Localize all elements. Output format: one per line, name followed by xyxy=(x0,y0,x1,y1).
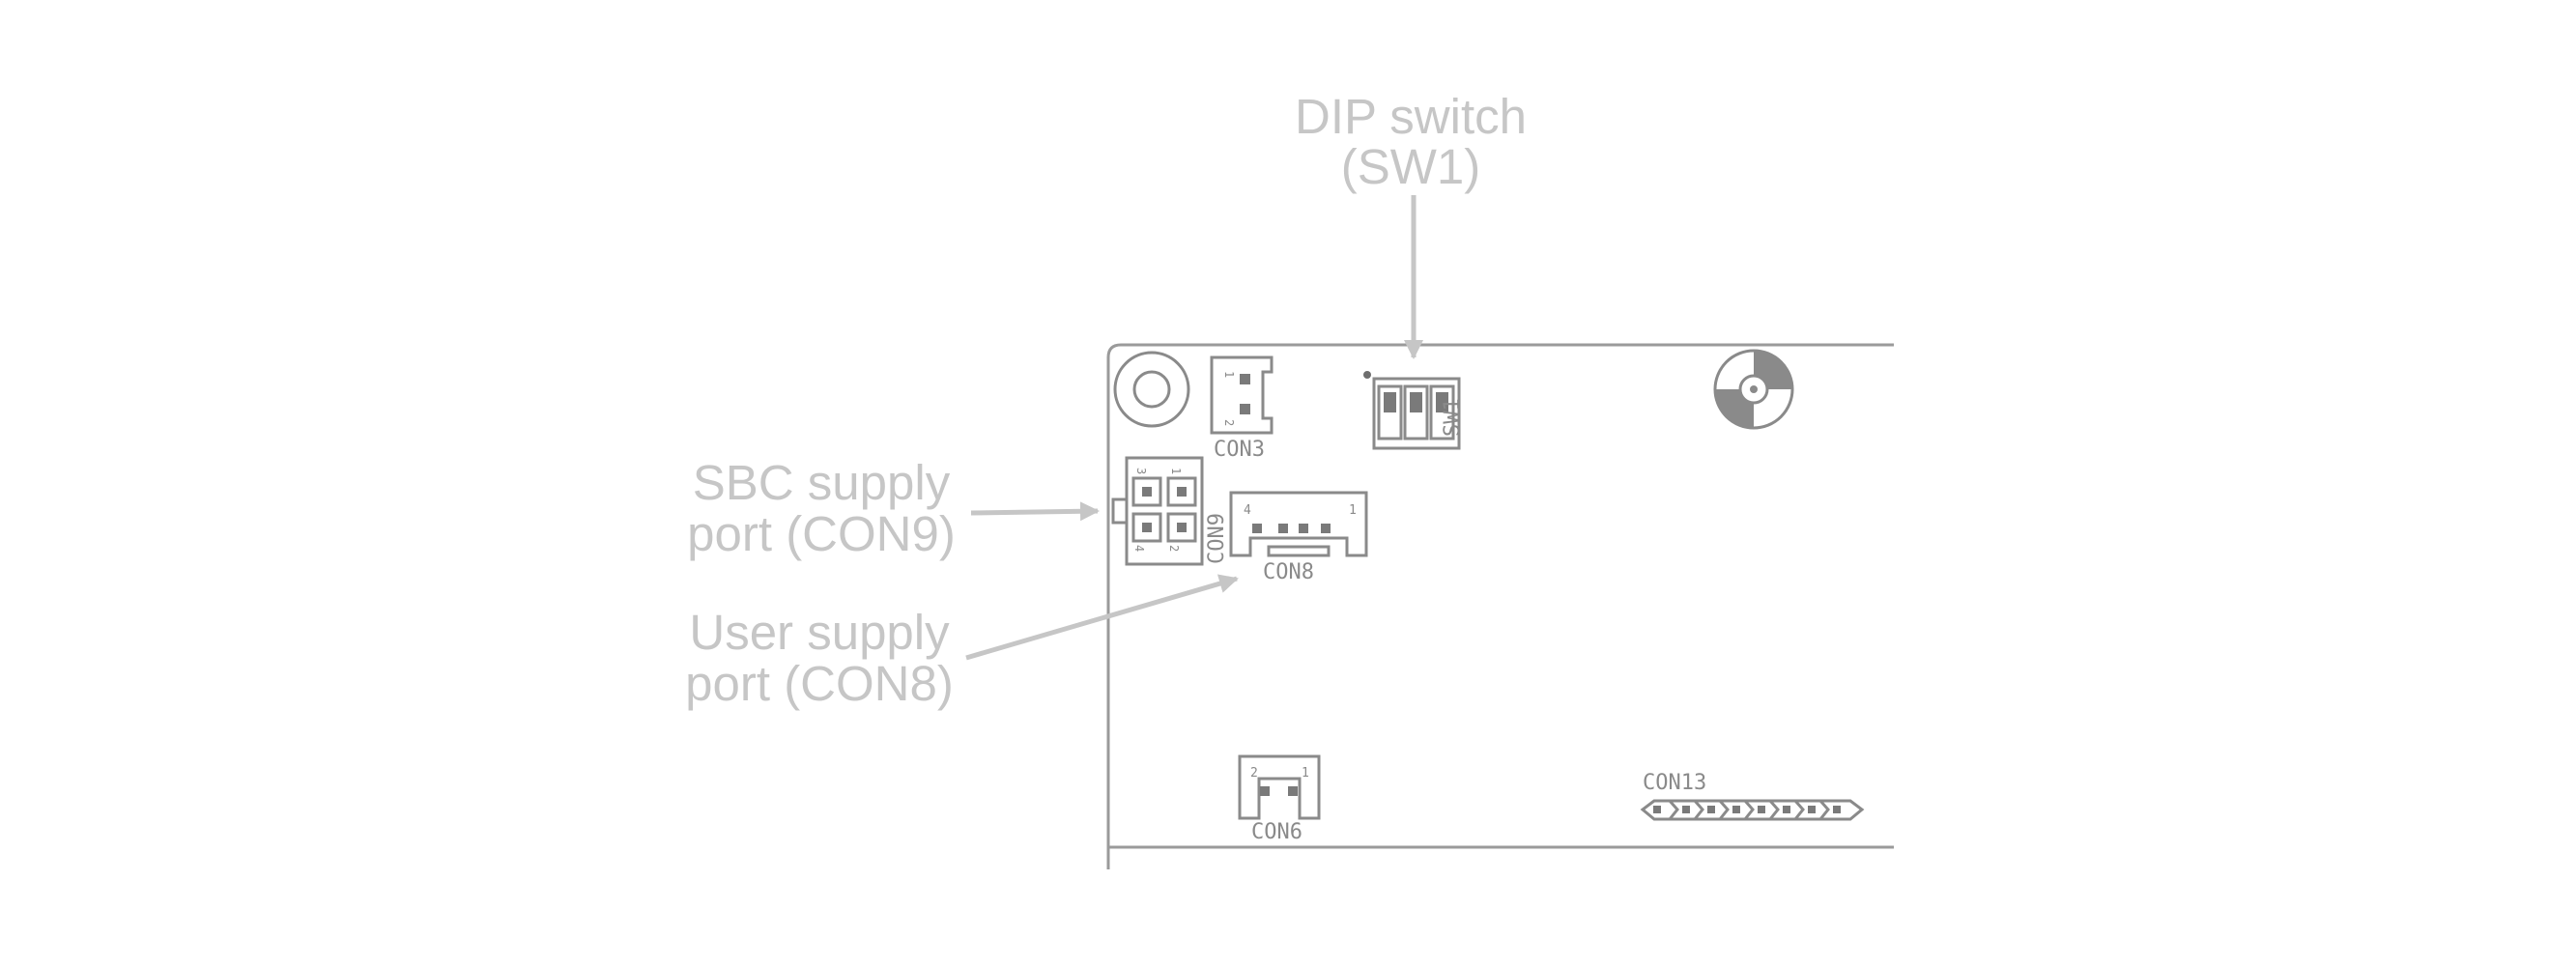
dip-switch-callout-line2: (SW1) xyxy=(1341,139,1480,194)
con6-label: CON6 xyxy=(1251,820,1302,844)
con13-connector: CON13 xyxy=(1640,771,1865,821)
user-supply-callout-line2: port (CON8) xyxy=(685,656,954,711)
con9-connector: 3 1 4 2 CON9 xyxy=(1111,456,1229,566)
con3-connector: 1 2 CON3 xyxy=(1210,355,1274,462)
con8-pin1-label: 1 xyxy=(1349,503,1357,518)
con3-pad-2 xyxy=(1240,404,1250,414)
sbc-supply-arrow xyxy=(970,501,1100,522)
sbc-supply-callout-line2: port (CON9) xyxy=(687,506,956,561)
user-supply-arrow xyxy=(965,574,1239,661)
sw1-dip-switch: SW1 xyxy=(1363,371,1465,450)
con3-label: CON3 xyxy=(1214,438,1265,462)
callout-dip-switch: DIP switch (SW1) xyxy=(1295,89,1527,359)
dip-switch-callout-line1: DIP switch xyxy=(1295,89,1527,144)
con6-pin1-label: 1 xyxy=(1302,766,1309,781)
callout-user-supply: User supply port (CON8) xyxy=(685,574,1239,711)
callout-sbc-supply: SBC supply port (CON9) xyxy=(687,455,1100,561)
con6-pin2-label: 2 xyxy=(1250,766,1258,781)
con9-pin3-label: 3 xyxy=(1134,468,1148,474)
con13-label: CON13 xyxy=(1643,771,1706,795)
mounting-hole xyxy=(1113,351,1190,428)
user-supply-callout-line1: User supply xyxy=(689,605,950,660)
con6-connector: 2 1 CON6 xyxy=(1238,754,1321,844)
con9-label: CON9 xyxy=(1205,513,1229,564)
con8-label: CON8 xyxy=(1263,560,1314,584)
con3-pad-1 xyxy=(1240,374,1250,384)
fiducial-mark xyxy=(1713,349,1794,430)
con3-pin1-label: 1 xyxy=(1222,371,1236,378)
board-outline xyxy=(1106,343,1894,869)
con8-pin4-label: 4 xyxy=(1244,503,1251,518)
con3-pin2-label: 2 xyxy=(1222,419,1236,426)
con9-pin2-label: 2 xyxy=(1167,545,1181,552)
con9-pin1-label: 1 xyxy=(1169,468,1183,474)
con8-connector: 4 1 CON8 xyxy=(1229,491,1368,584)
sbc-supply-callout-line1: SBC supply xyxy=(693,455,951,510)
sw1-label: SW1 xyxy=(1441,398,1465,437)
con9-pin4-label: 4 xyxy=(1132,545,1146,552)
